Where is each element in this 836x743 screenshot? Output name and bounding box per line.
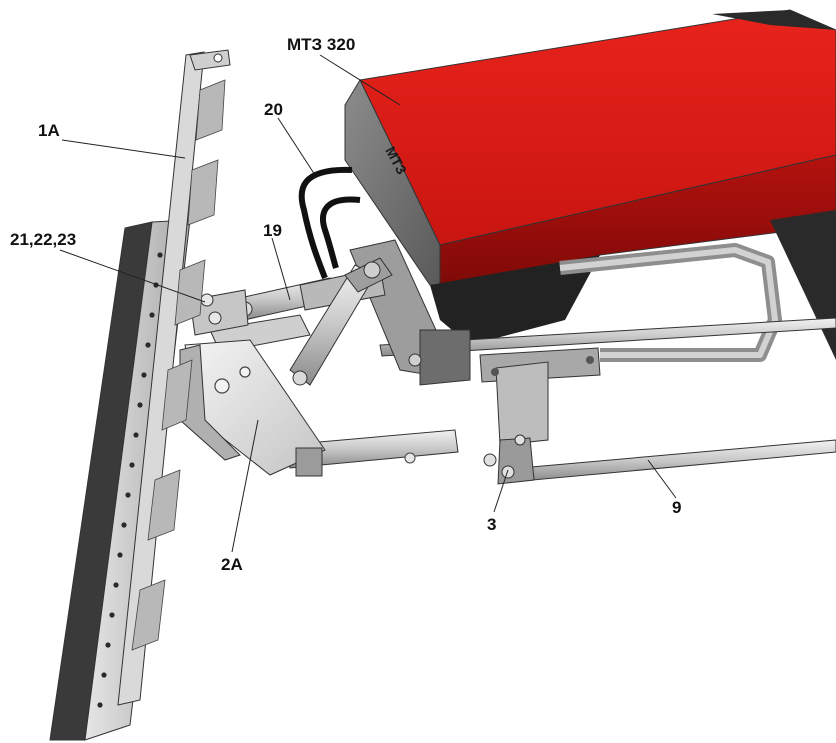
frame-2a bbox=[179, 314, 459, 477]
mount-bracket-3 bbox=[479, 347, 601, 485]
diagonal-cylinder bbox=[289, 257, 393, 386]
label-push-rod: 9 bbox=[672, 498, 681, 517]
hood-dark-underside bbox=[430, 255, 600, 345]
hydraulic-hoses bbox=[298, 166, 361, 280]
callout-labels: МТЗ 320 20 1A 21,22,23 19 2A 3 9 bbox=[10, 35, 681, 574]
leader-tractor-model bbox=[319, 54, 401, 106]
hose-1 bbox=[298, 166, 353, 280]
blade-1a bbox=[49, 49, 231, 741]
frame-end-block bbox=[295, 447, 323, 477]
upper-tie-rod bbox=[379, 317, 836, 357]
label-blade: 1A bbox=[38, 121, 60, 140]
leader-hose bbox=[277, 117, 316, 176]
leader-push-rod bbox=[647, 459, 677, 499]
hose-2 bbox=[320, 196, 361, 269]
blade-back-rib bbox=[117, 51, 205, 706]
leader-cylinder bbox=[271, 237, 291, 301]
label-hose: 20 bbox=[264, 100, 283, 119]
pivot-bolts-21-22-23 bbox=[189, 289, 249, 336]
leader-frame bbox=[231, 419, 259, 553]
blade-bolts bbox=[97, 252, 163, 708]
label-mount-bracket: 3 bbox=[487, 515, 496, 534]
blade-ribs bbox=[131, 79, 226, 651]
rear-loop-frame bbox=[559, 243, 782, 362]
leader-pivot-bolts bbox=[59, 249, 206, 303]
leader-blade bbox=[61, 139, 186, 159]
hood-top-far-dark bbox=[712, 10, 836, 30]
push-rod-9 bbox=[519, 439, 836, 482]
label-cylinder: 19 bbox=[263, 221, 282, 240]
label-pivot-bolts: 21,22,23 bbox=[10, 230, 76, 249]
rear-dark-wheel-shadow bbox=[770, 210, 836, 360]
label-tractor-model: МТЗ 320 bbox=[287, 35, 355, 54]
leader-lines bbox=[59, 54, 677, 553]
leader-mount-bracket bbox=[493, 469, 509, 513]
label-frame: 2A bbox=[221, 555, 243, 574]
